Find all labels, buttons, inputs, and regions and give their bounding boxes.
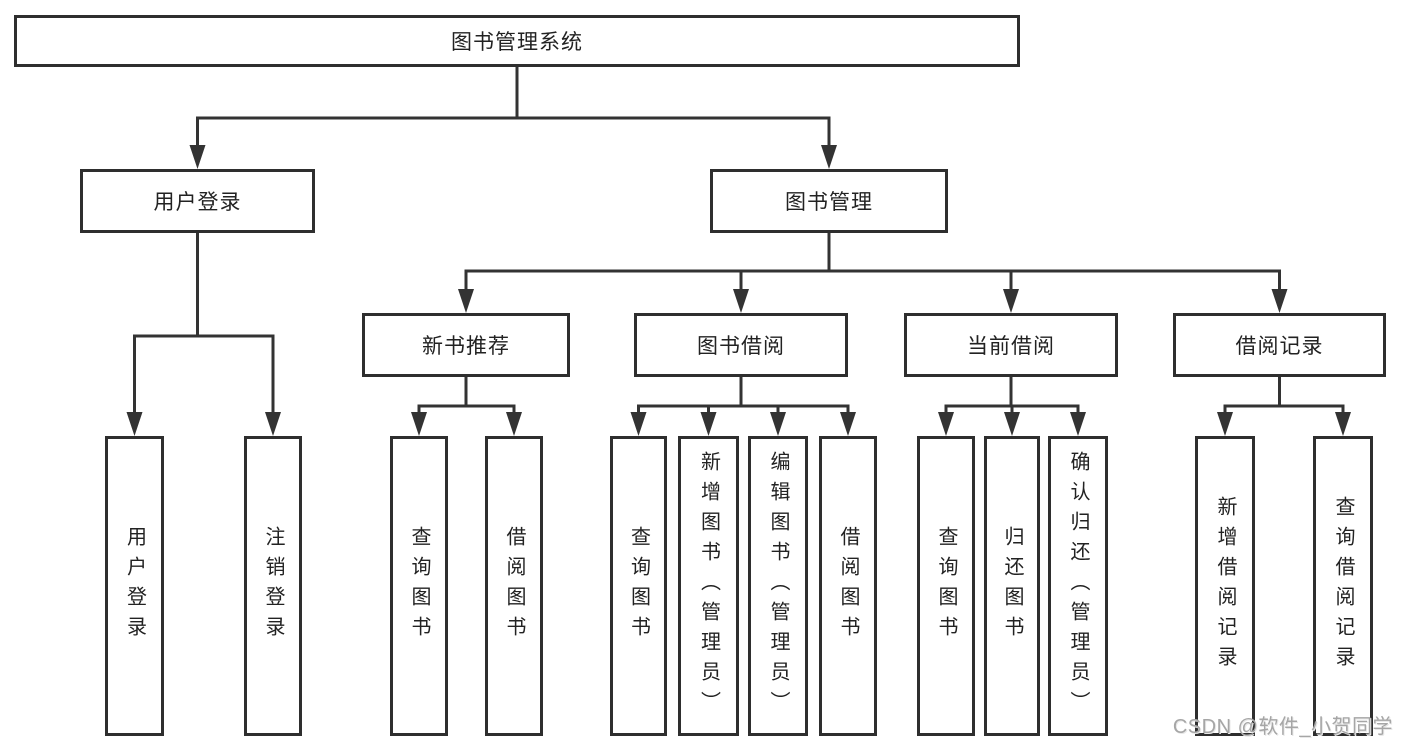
- node-borrowing-records: 借阅记录: [1173, 313, 1386, 377]
- node-book-borrowing: 图书借阅: [634, 313, 848, 377]
- leaf-edit-book-admin: 编辑图书（管理员）: [748, 436, 808, 736]
- leaf-add-borrowing-record: 新增借阅记录: [1195, 436, 1255, 736]
- node-system: 图书管理系统: [14, 15, 1020, 67]
- leaf-user-login: 用户登录: [105, 436, 164, 736]
- leaf-borrow-books-borrowing: 借阅图书: [819, 436, 877, 736]
- leaf-logout: 注销登录: [244, 436, 302, 736]
- node-user-login: 用户登录: [80, 169, 315, 233]
- leaf-add-book-admin: 新增图书（管理员）: [678, 436, 739, 736]
- node-new-book-recommendation: 新书推荐: [362, 313, 570, 377]
- arrowhead-icons: [126, 145, 1351, 436]
- leaf-query-books-borrowing: 查询图书: [610, 436, 667, 736]
- watermark: CSDN @软件_小贺同学: [1172, 716, 1393, 738]
- node-book-management: 图书管理: [710, 169, 948, 233]
- leaf-return-books: 归还图书: [984, 436, 1040, 736]
- node-current-borrowing: 当前借阅: [904, 313, 1118, 377]
- leaf-confirm-return-admin: 确认归还（管理员）: [1048, 436, 1108, 736]
- leaf-borrow-books-recommend: 借阅图书: [485, 436, 543, 736]
- leaf-query-borrowing-record: 查询借阅记录: [1313, 436, 1373, 736]
- leaf-query-books-recommend: 查询图书: [390, 436, 448, 736]
- leaf-query-books-current: 查询图书: [917, 436, 975, 736]
